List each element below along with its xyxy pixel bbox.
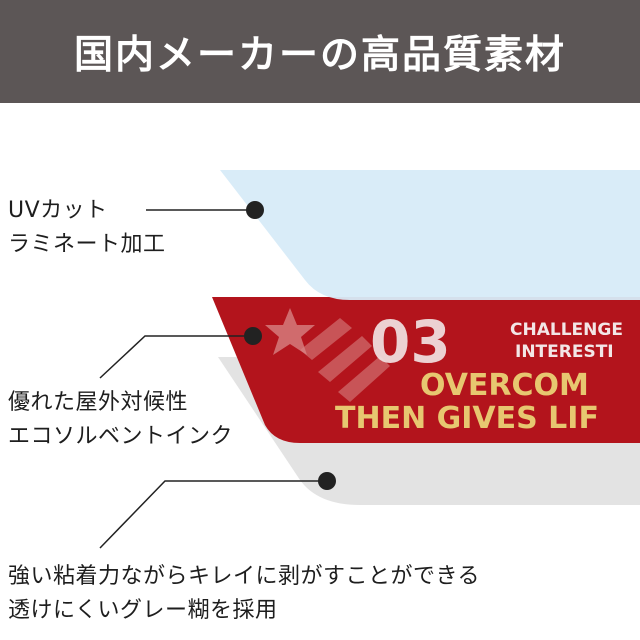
glue-dot <box>318 472 336 490</box>
ink-layer-label: 優れた屋外対候性 エコソルベントインク <box>8 386 233 454</box>
sticker-line-4: THEN GIVES LIF <box>335 401 599 436</box>
header-title: 国内メーカーの高品質素材 <box>73 32 566 78</box>
ink-label-line-2: エコソルベントインク <box>8 424 234 449</box>
header-banner: 国内メーカーの高品質素材 <box>0 0 640 103</box>
uv-dot <box>246 201 264 219</box>
sticker-line-2: INTERESTI <box>515 342 614 362</box>
glue-layer-label: 強い粘着力ながらキレイに剥がすことができる 透けにくいグレー糊を採用 <box>8 560 480 628</box>
sticker-print: 03 CHALLENGE INTERESTI OVERCOM THEN GIVE… <box>265 308 623 436</box>
glue-leader-line <box>99 480 326 549</box>
ink-dot <box>244 327 262 345</box>
glue-label-line-2: 透けにくいグレー糊を採用 <box>8 598 278 623</box>
sticker-line-1: CHALLENGE <box>510 320 623 340</box>
uv-laminate-layer <box>220 170 640 300</box>
uv-label-line-2: ラミネート加工 <box>8 232 166 257</box>
ink-layer <box>212 297 640 443</box>
uv-label-line-1: UVカット <box>8 198 108 223</box>
uv-layer-label: UVカット ラミネート加工 <box>8 194 166 262</box>
sticker-number: 03 <box>370 308 451 376</box>
sticker-line-3: OVERCOM <box>420 368 589 403</box>
distressed-star-icon <box>265 308 315 355</box>
ink-leader-line <box>99 335 252 379</box>
glue-label-line-1: 強い粘着力ながらキレイに剥がすことができる <box>8 564 481 589</box>
chevron-stripes <box>300 318 390 402</box>
ink-label-line-1: 優れた屋外対候性 <box>8 390 189 415</box>
